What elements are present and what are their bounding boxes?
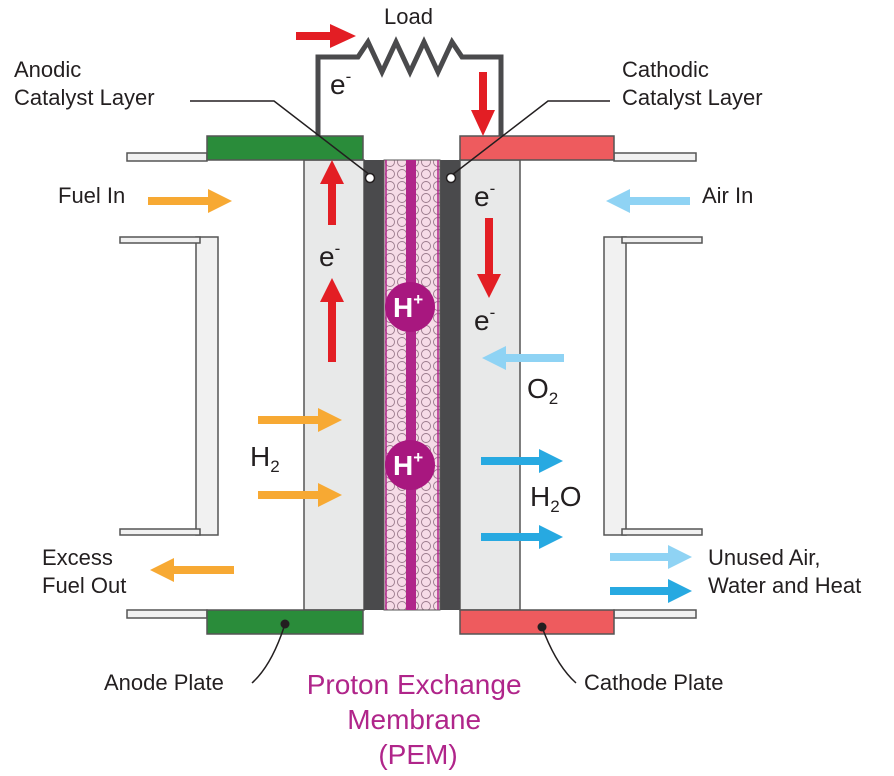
unused-air-arrow (610, 545, 692, 569)
svg-text:H+: H+ (393, 290, 423, 323)
anodic-catalyst-layer-label: Anodic Catalyst Layer (14, 57, 155, 110)
anodic-catalyst-callout-line (190, 100, 371, 176)
cathode-plate-top (459, 135, 615, 161)
air-flow-arrows (482, 189, 692, 569)
electron-label-anode: e- (319, 239, 340, 272)
cathode-bottom-rail (613, 609, 697, 619)
electron-arrow-wire-down (471, 72, 495, 136)
cathodic-catalyst-layer (440, 160, 460, 610)
hydrogen-label: H2 (250, 441, 280, 476)
oxygen-arrow (482, 346, 564, 370)
cathodic-catalyst-callout-line (451, 100, 610, 176)
hydrogen-arrow-1 (258, 408, 342, 432)
anode-flow-channel-top (119, 236, 201, 244)
electron-arrow-cathode-down (477, 218, 501, 298)
flow-channels (119, 152, 703, 619)
air-in-label: Air In (702, 183, 753, 208)
water-label: H2O (530, 481, 581, 516)
cathodic-catalyst-callout-dot (445, 172, 457, 184)
water-arrow-1 (481, 449, 563, 473)
water-heat-out-arrow (610, 579, 692, 603)
proton-ion-1: H+ (385, 282, 435, 332)
electron-label-wire: e- (330, 67, 351, 100)
proton-ion-2: H+ (385, 440, 435, 490)
anode-top-rail (126, 152, 208, 162)
cathode-flow-channel-wall (603, 236, 627, 536)
cathode-flow-channel-top (621, 236, 703, 244)
electron-arrow-top (296, 24, 356, 48)
cathodic-catalyst-layer-label: Cathodic Catalyst Layer (622, 57, 763, 110)
svg-text:H+: H+ (393, 448, 423, 481)
hydrogen-arrow-2 (258, 483, 342, 507)
electron-arrow-anode-up-1 (320, 160, 344, 225)
excess-fuel-out-arrow (150, 558, 234, 582)
electron-flow-arrows (296, 24, 501, 362)
fuel-flow-arrows (148, 189, 342, 582)
excess-fuel-out-label: Excess Fuel Out (42, 545, 126, 598)
water-arrow-2 (481, 525, 563, 549)
cathode-plate-label: Cathode Plate (584, 670, 723, 695)
air-in-arrow (606, 189, 690, 213)
cathode-plate-callout-line (541, 626, 577, 684)
anode-plate-callout-line (251, 623, 286, 684)
anode-flow-channel-bottom (119, 528, 201, 536)
anode-electrode (303, 159, 365, 611)
anode-plate-label: Anode Plate (104, 670, 224, 695)
anodic-catalyst-layer (364, 160, 384, 610)
load-label: Load (384, 4, 433, 29)
membrane-center-line (406, 160, 416, 610)
anode-flow-channel-wall (195, 236, 219, 536)
cathode-flow-channel-bottom (621, 528, 703, 536)
water-flow-arrows (481, 449, 692, 603)
cathode-top-rail (613, 152, 697, 162)
unused-air-water-heat-label: Unused Air, Water and Heat (708, 545, 861, 598)
anodic-catalyst-callout-dot (364, 172, 376, 184)
electron-arrow-anode-up-2 (320, 278, 344, 362)
anode-bottom-rail (126, 609, 208, 619)
fuel-in-arrow (148, 189, 232, 213)
oxygen-label: O2 (527, 373, 558, 408)
fuel-in-label: Fuel In (58, 183, 125, 208)
external-circuit-wire (315, 36, 504, 136)
cathode-plate-bottom (459, 609, 615, 635)
electron-label-cathode-bottom: e- (474, 303, 495, 336)
pem-label: Proton Exchange Membrane (PEM) (307, 669, 530, 770)
electron-label-cathode-top: e- (474, 179, 495, 212)
anode-plate-top (206, 135, 364, 161)
